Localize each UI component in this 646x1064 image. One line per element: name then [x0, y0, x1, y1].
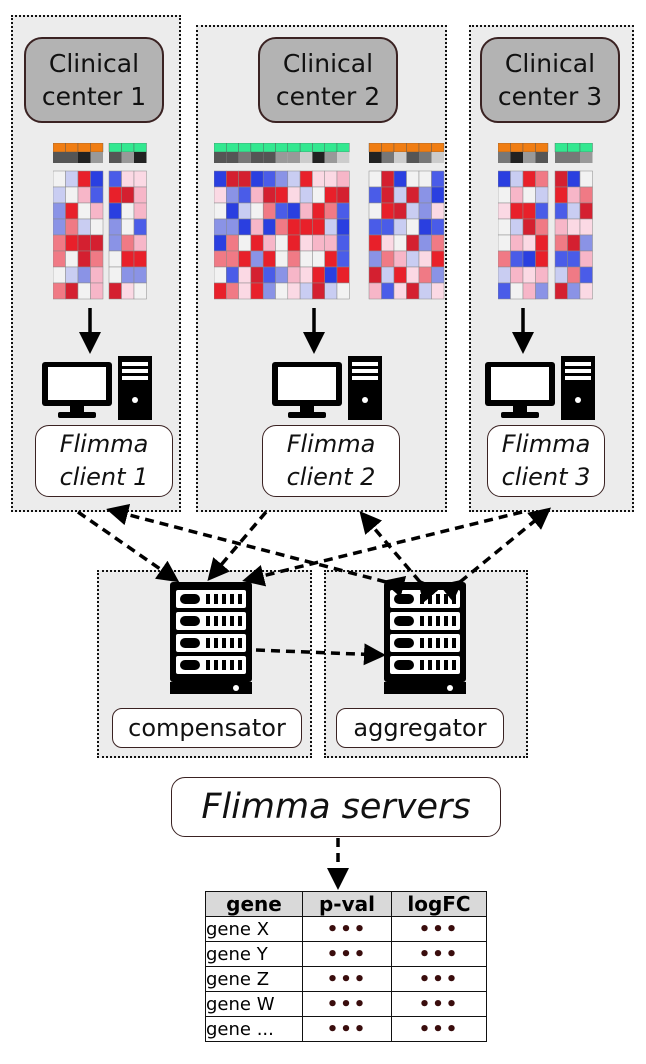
- compensator-label: compensator: [112, 708, 302, 748]
- client-label-1-line1: Flimma: [59, 430, 149, 458]
- table-row: gene Z ••• •••: [205, 966, 487, 992]
- desktop-computer-icon: [272, 356, 382, 420]
- table-header-row: gene p-val logFC: [205, 891, 487, 917]
- center-label-3-line1: Clinical: [504, 49, 596, 78]
- client-label-2-line1: Flimma: [286, 430, 376, 458]
- gene-cell: gene ...: [205, 1016, 303, 1042]
- table-row: gene ... ••• •••: [205, 1016, 487, 1042]
- heatmap-svg: [498, 143, 593, 300]
- server-rack-icon: [170, 582, 252, 694]
- results-table: gene p-val logFC gene X ••• ••• gene Y •…: [205, 891, 487, 1042]
- flimma-servers-label: Flimma servers: [171, 777, 501, 837]
- aggregator-label: aggregator: [336, 708, 504, 748]
- desktop-computer-icon: [485, 356, 595, 420]
- gene-cell: gene W: [205, 991, 303, 1017]
- table-row: gene W ••• •••: [205, 991, 487, 1017]
- center-label-2-line2: center 2: [275, 82, 381, 111]
- heatmap-svg: [214, 143, 445, 300]
- client-label-3: Flimma client 3: [487, 425, 605, 497]
- table-header-logfc: logFC: [391, 891, 487, 917]
- table-header-gene: gene: [205, 891, 303, 917]
- logfc-cell: •••: [391, 941, 487, 967]
- logfc-cell: •••: [391, 991, 487, 1017]
- heatmap-center-3: [498, 143, 598, 303]
- server-rack-icon: [384, 582, 466, 694]
- client-label-1-line2: client 1: [59, 463, 149, 491]
- gene-cell: gene Y: [205, 941, 303, 967]
- pval-cell: •••: [302, 1016, 392, 1042]
- table-row: gene Y ••• •••: [205, 941, 487, 967]
- logfc-cell: •••: [391, 1016, 487, 1042]
- client-label-2: Flimma client 2: [262, 425, 400, 497]
- center-label-1-line1: Clinical: [48, 49, 140, 78]
- center-label-3-line2: center 3: [497, 82, 603, 111]
- center-label-1-line2: center 1: [41, 82, 147, 111]
- client-label-3-line2: client 3: [501, 463, 591, 491]
- table-row: gene X ••• •••: [205, 916, 487, 942]
- heatmap-svg: [53, 143, 147, 300]
- pval-cell: •••: [302, 966, 392, 992]
- client-label-1: Flimma client 1: [35, 425, 173, 497]
- pval-cell: •••: [302, 991, 392, 1017]
- pval-cell: •••: [302, 916, 392, 942]
- gene-cell: gene X: [205, 916, 303, 942]
- client2-to-compensator-arrow: [207, 510, 268, 582]
- client-label-3-line1: Flimma: [501, 430, 591, 458]
- pval-cell: •••: [302, 941, 392, 967]
- client-label-2-line2: client 2: [286, 463, 376, 491]
- gene-cell: gene Z: [205, 966, 303, 992]
- center-label-2-line1: Clinical: [282, 49, 374, 78]
- center-label-2: Clinical center 2: [258, 37, 398, 123]
- table-header-pval: p-val: [302, 891, 392, 917]
- heatmap-center-1: [53, 143, 153, 303]
- heatmap-center-2: [214, 143, 446, 303]
- logfc-cell: •••: [391, 916, 487, 942]
- center-label-1: Clinical center 1: [24, 37, 164, 123]
- desktop-computer-icon: [42, 356, 152, 420]
- logfc-cell: •••: [391, 966, 487, 992]
- center-label-3: Clinical center 3: [480, 37, 620, 123]
